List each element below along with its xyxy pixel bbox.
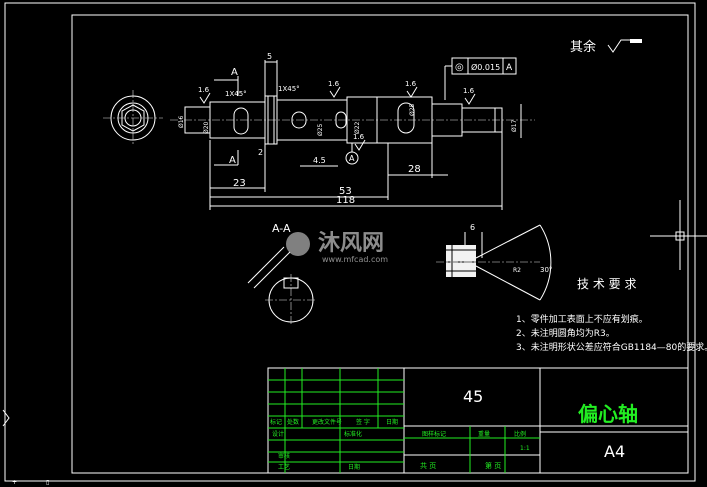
svg-text:Ø25: Ø25	[409, 103, 416, 116]
svg-text:图样标记: 图样标记	[422, 430, 446, 438]
svg-text:重量: 重量	[478, 430, 490, 438]
outer-frame	[4, 2, 696, 482]
svg-text:30°: 30°	[540, 266, 552, 274]
section-marker-top: A	[214, 67, 239, 96]
diameter-labels: Ø16 Ø20 Ø25 Ø22 Ø25 Ø17	[178, 103, 522, 138]
svg-text:Ø0.015: Ø0.015	[471, 62, 500, 72]
shaft-end-view	[103, 90, 163, 146]
watermark-url: www.mfcad.com	[322, 255, 388, 264]
svg-text:3、未注明形状公差应符合GB1184—80的要求。: 3、未注明形状公差应符合GB1184—80的要求。	[516, 341, 707, 353]
svg-text:1:1: 1:1	[520, 445, 530, 452]
chamfer-label-left: 1X45°	[225, 90, 247, 98]
svg-text:2、未注明圆角均为R3。: 2、未注明圆角均为R3。	[516, 327, 615, 339]
svg-text:签 字: 签 字	[356, 418, 370, 426]
svg-text:标准化: 标准化	[344, 430, 362, 438]
svg-text:2: 2	[258, 148, 263, 157]
svg-text:R2: R2	[513, 267, 521, 274]
svg-text:1.6: 1.6	[353, 133, 365, 141]
title-block-grid	[268, 368, 540, 473]
svg-text:53: 53	[339, 186, 352, 197]
svg-text:Ø22: Ø22	[354, 121, 361, 134]
svg-text:1.6: 1.6	[405, 80, 417, 88]
section-marker-bottom: A	[214, 150, 239, 166]
svg-text:A: A	[506, 63, 513, 73]
detail-view: 6 R2 30°	[436, 223, 552, 301]
shaft-main-view	[170, 95, 535, 145]
svg-text:处数: 处数	[287, 418, 299, 426]
svg-text:A: A	[231, 67, 238, 78]
svg-text:A: A	[349, 154, 355, 163]
svg-text:设计: 设计	[272, 430, 284, 438]
svg-text:更改文件号: 更改文件号	[312, 418, 342, 426]
svg-text:日期: 日期	[348, 463, 360, 471]
technical-requirements: 技 术 要 求 1、零件加工表面上不应有划痕。 2、未注明圆角均为R3。 3、未…	[516, 277, 707, 353]
paper-size: A4	[604, 442, 625, 461]
svg-text:4.5: 4.5	[313, 156, 326, 165]
svg-text:比例: 比例	[514, 430, 526, 438]
svg-text:共 页: 共 页	[420, 461, 436, 470]
svg-text:6: 6	[470, 223, 475, 232]
title-block: 标记 处数 更改文件号 签 字 日期 设计 标准化 审核 工艺 日期 图样标记 …	[267, 367, 689, 474]
watermark-brand: 沐风网	[318, 231, 384, 256]
watermark: 沐风网 www.mfcad.com	[286, 231, 388, 264]
svg-text:Ø20: Ø20	[203, 121, 210, 134]
svg-text:1.6: 1.6	[198, 86, 210, 94]
svg-text:Ø16: Ø16	[178, 115, 185, 128]
svg-text:1.6: 1.6	[328, 80, 340, 88]
svg-text:23: 23	[233, 178, 246, 189]
section-view-aa: A-A	[247, 222, 317, 326]
svg-text:审核: 审核	[278, 452, 290, 460]
material-value: 45	[463, 387, 483, 406]
svg-text:日期: 日期	[386, 418, 398, 426]
svg-text:118: 118	[336, 195, 355, 206]
svg-text:标记: 标记	[270, 418, 282, 426]
svg-text:工艺: 工艺	[278, 463, 290, 471]
svg-text:+: +	[12, 479, 17, 486]
roughness-marks: 1.6 1.6 1.6 1.6 1.6	[198, 80, 476, 151]
geometric-tolerance-frame: ◎ Ø0.015 A	[444, 57, 517, 100]
svg-text:5: 5	[267, 52, 272, 61]
roughness-other-symbol	[607, 39, 642, 53]
part-name: 偏心轴	[578, 402, 638, 426]
svg-text:Ø17: Ø17	[511, 119, 518, 132]
dimension-lines: 5 2 4.5 23 53 118 28	[209, 52, 503, 210]
svg-text:A-A: A-A	[272, 222, 291, 235]
svg-text:A: A	[229, 155, 236, 166]
chamfer-label-collar: 1X45°	[278, 85, 300, 93]
datum-marker: A	[345, 143, 359, 165]
svg-text:1.6: 1.6	[463, 87, 475, 95]
svg-text:◎: ◎	[455, 62, 464, 73]
svg-text:▯: ▯	[46, 479, 49, 486]
roughness-other-label: 其余	[570, 39, 596, 55]
svg-text:第 页: 第 页	[485, 461, 501, 470]
cursor-crosshair	[650, 200, 707, 270]
svg-text:28: 28	[408, 164, 421, 175]
svg-text:技 术 要 求: 技 术 要 求	[577, 277, 636, 291]
bottom-left-marks: + ▯	[2, 409, 49, 486]
svg-text:1、零件加工表面上不应有划痕。: 1、零件加工表面上不应有划痕。	[516, 313, 648, 325]
svg-text:Ø25: Ø25	[317, 123, 324, 136]
